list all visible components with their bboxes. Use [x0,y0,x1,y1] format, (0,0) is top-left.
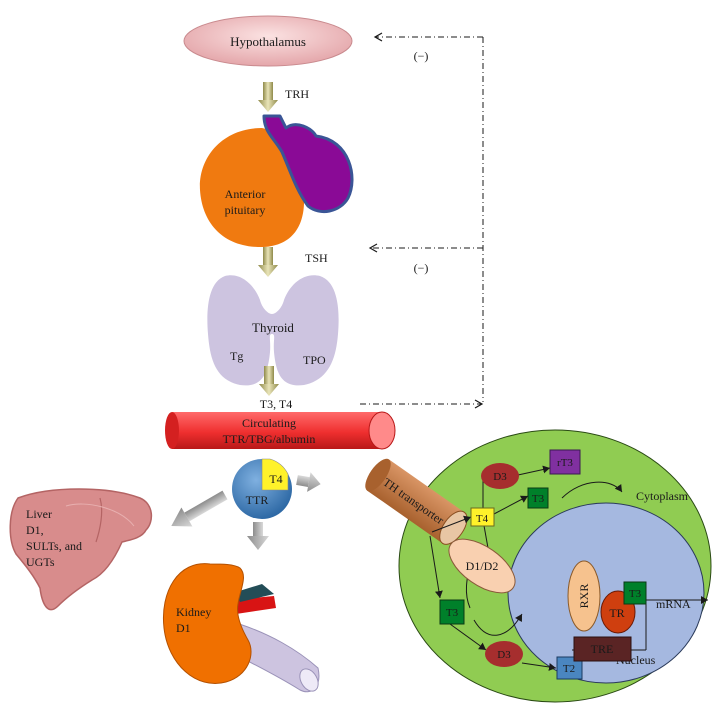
d1-d2-label: D1/D2 [466,559,499,573]
receptor-complex: TRE RXR TR T3 [567,560,647,662]
thyroid: Thyroid Tg TPO [207,275,339,386]
liver-label-3: SULTs, and [26,539,82,553]
t2-box: T2 [556,656,583,680]
kidney-label-1: Kidney [176,605,211,619]
liver-label-2: D1, [26,523,44,537]
tre-element [573,636,632,662]
liver-label-4: UGTs [26,555,55,569]
t4-cell-box: T4 [470,507,495,527]
t3-cell-top-label: T3 [532,493,545,505]
t4-wedge-label: T4 [269,472,282,486]
circulating-label-1: Circulating [242,416,296,430]
feedback-top-label: (−) [414,49,429,63]
d3-top-label: D3 [493,471,507,483]
anterior-pituitary: Anterior pituitary [199,114,354,248]
cytoplasm-label: Cytoplasm [636,489,689,503]
hypothalamus: Hypothalamus [183,15,353,67]
target-cell: Cytoplasm Nucleus [398,429,712,703]
t3-cell-bottom-label: T3 [446,607,459,619]
anterior-pituitary-label-2: pituitary [225,203,266,217]
rt3-label: rT3 [557,457,573,469]
circulating-label-2: TTR/TBG/albumin [223,432,316,446]
d3-bottom-enzyme: D3 [485,641,523,667]
t3-cell-top-box: T3 [527,487,549,509]
t2-label: T2 [563,663,575,675]
anterior-pituitary-label-1: Anterior [225,187,266,201]
gray-arrows [171,472,321,550]
tsh-label: TSH [305,251,328,265]
rxr-label: RXR [577,584,591,609]
liver: Liver D1, SULTs, and UGTs [9,488,153,611]
feedback-mid-label: (−) [414,261,429,275]
t3-nucleus-label: T3 [629,588,642,600]
t3-cell-bottom-box: T3 [439,599,465,625]
tsh-arrow [258,247,278,277]
t3-t4-label: T3, T4 [260,397,292,411]
tre-label: TRE [591,642,614,656]
kidney: Kidney D1 [162,563,320,693]
thyroid-label: Thyroid [252,320,294,335]
ttr-label: TTR [246,493,269,507]
tpo-label: TPO [303,353,326,367]
hypothalamus-label: Hypothalamus [230,34,306,49]
trh-label: TRH [285,87,309,101]
ttr-protein: T4 TTR [232,458,292,519]
negative-feedback-lines [360,32,484,409]
t3-t4-arrow [259,366,279,396]
rt3-box: rT3 [549,449,581,475]
d1-d2-enzyme: D1/D2 [448,538,516,594]
tr-label: TR [609,606,624,620]
kidney-label-2: D1 [176,621,191,635]
liver-label-1: Liver [26,507,52,521]
d3-bottom-label: D3 [497,649,511,661]
mrna-label: mRNA [656,597,691,611]
t4-cell-label: T4 [476,513,489,525]
d3-top-enzyme: D3 [481,463,519,489]
tg-label: Tg [230,349,243,363]
trh-arrow [258,82,278,112]
circulating-tube: Circulating TTR/TBG/albumin [165,411,396,450]
